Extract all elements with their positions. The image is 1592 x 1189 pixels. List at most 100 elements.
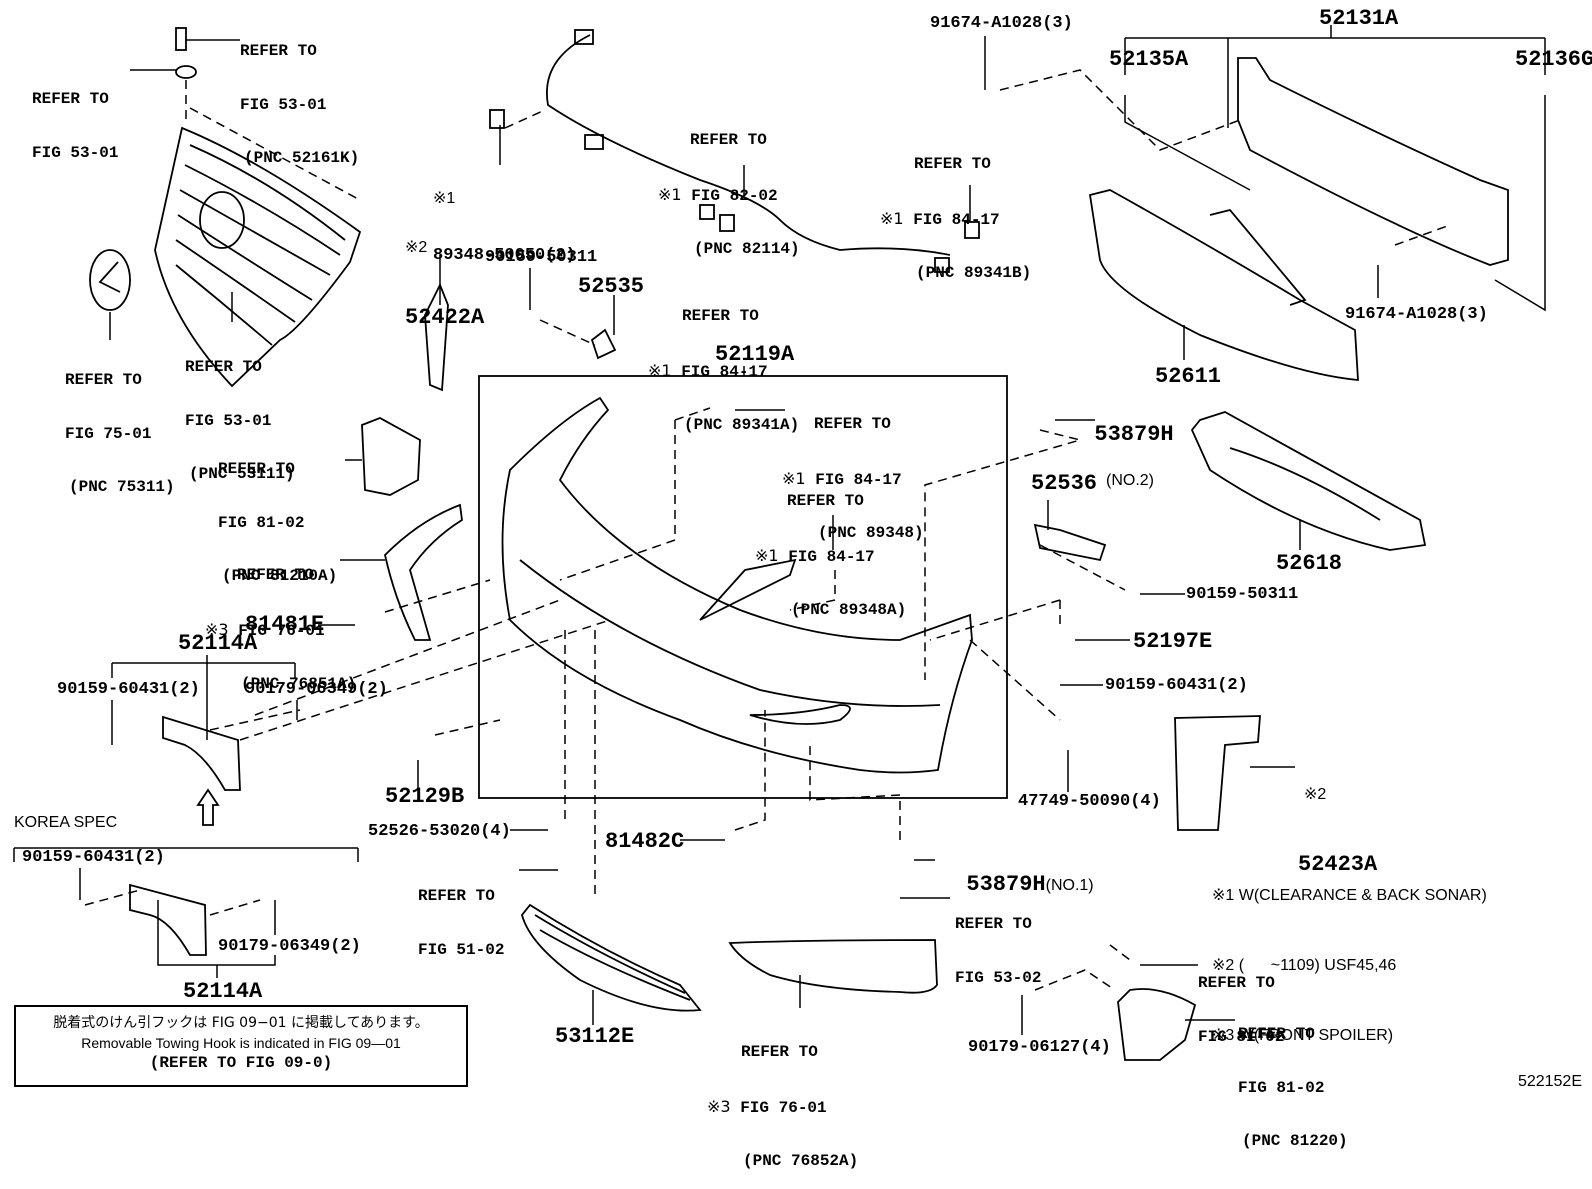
part-52135a[interactable]: 52135A [1109, 47, 1189, 72]
bumper-cover-drawing [501, 396, 973, 774]
part-52136g[interactable]: 52136G [1515, 47, 1592, 72]
pnc-text: (PNC 52161K) [244, 149, 360, 168]
info-refer-link[interactable]: (REFER TO FIG 09-0) [149, 1054, 333, 1072]
part-47749-50090[interactable]: 47749-50090(4) [1018, 792, 1161, 811]
part-korea-90179-06349[interactable]: 90179-06349(2) [218, 937, 361, 956]
korea-spec-label: KOREA SPEC [14, 814, 118, 831]
fig-link[interactable]: FIG 53-01 [240, 95, 327, 114]
fig-link[interactable]: FIG 82-02 [691, 186, 778, 205]
part-90159-60431-b[interactable]: 90159-60431(2) [1105, 676, 1248, 695]
refer-text: REFER TO [32, 89, 109, 108]
refer-text: REFER TO [1238, 1024, 1315, 1043]
refer-text: REFER TO [814, 414, 891, 433]
refer-text: REFER TO [240, 41, 317, 60]
pnc-text: (PNC 81220) [1242, 1132, 1348, 1151]
part-52536[interactable]: 52536 [1031, 471, 1098, 496]
fig-link[interactable]: FIG 53-01 [32, 143, 119, 162]
part-52197e[interactable]: 52197E [1133, 629, 1213, 654]
fig-link[interactable]: FIG 76-01 [238, 621, 325, 640]
part-90179-06127[interactable]: 90179-06127(4) [968, 1038, 1111, 1057]
up-arrow-icon [196, 788, 220, 826]
fig-link[interactable]: FIG 81-02 [218, 513, 305, 532]
clip-drawings [175, 27, 197, 79]
pnc-text: (PNC 89348) [818, 524, 924, 543]
fig-link[interactable]: FIG 84-17 [815, 470, 902, 489]
fig-link[interactable]: FIG 53-01 [185, 411, 272, 430]
part-91674-bottom[interactable]: 91674-A1028(3) [1345, 305, 1488, 324]
footnotes: ※1 W(CLEARANCE & BACK SONAR) ※2 ( ~1109)… [1212, 838, 1487, 1070]
fig-link[interactable]: FIG 53-02 [955, 968, 1042, 987]
part-52535[interactable]: 52535 [578, 274, 645, 299]
part-81482c[interactable]: 81482C [605, 829, 685, 854]
note-mark: ※1 [648, 360, 672, 380]
refer-text: REFER TO [690, 130, 767, 149]
part-90159-50311-a[interactable]: 90159-50311 [485, 248, 598, 267]
note-mark: ※1 [755, 545, 779, 565]
part-81481e[interactable]: 81481E [245, 612, 325, 637]
radiator-grille-drawing [154, 126, 362, 388]
part-52423a[interactable]: ※2 52423A [1298, 737, 1377, 903]
callout-screw-53-02: REFER TO FIG 53-02 [955, 880, 1041, 1005]
callout-foglamp: REFER TO FIG 81-02 (PNC 81220) [1238, 990, 1348, 1169]
fig-link[interactable]: FIG 81-02 [1238, 1078, 1325, 1097]
part-suffix: (NO.1) [1045, 876, 1094, 894]
callout-screw-51-02: REFER TO FIG 51-02 [418, 852, 504, 977]
note-mark: ※3 [707, 1096, 731, 1116]
fig-link[interactable]: FIG 84-17 [788, 547, 875, 566]
callout-clip-top: REFER TO FIG 53-01 (PNC 52161K) [240, 7, 359, 186]
callout-emblem: REFER TO FIG 75-01 (PNC 75311) [65, 336, 175, 515]
fig-link[interactable]: FIG 76-01 [740, 1098, 827, 1117]
part-52129b[interactable]: 52129B [385, 784, 465, 809]
part-number: 53879H [966, 871, 1046, 897]
note-mark: ※2 [405, 239, 428, 257]
part-90159-50311-b[interactable]: 90159-50311 [1186, 585, 1299, 604]
fig-link[interactable]: FIG 84-17 [681, 362, 768, 381]
note-mark: ※1 [658, 184, 682, 204]
refer-text: REFER TO [1198, 973, 1275, 992]
refer-text: REFER TO [418, 886, 495, 905]
pnc-text: (PNC 89341A) [684, 416, 800, 435]
part-53879h-no1[interactable]: 53879H(NO.1) [940, 848, 1094, 897]
spoiler-76851a-drawing [384, 503, 463, 641]
pnc-text: (PNC 89348A) [791, 601, 907, 620]
part-52611[interactable]: 52611 [1155, 364, 1222, 389]
part-number: 89348-50050(2) [433, 246, 576, 266]
part-89348-50050[interactable]: ※1 89348-50050(2) [433, 152, 576, 284]
part-52131a[interactable]: 52131A [1319, 6, 1399, 31]
part-52422a[interactable]: ※2 52422A [405, 190, 484, 356]
part-korea-90159-60431[interactable]: 90159-60431(2) [22, 848, 165, 867]
part-90159-60431-a[interactable]: 90159-60431(2) [57, 680, 200, 699]
license-bracket-drawing [162, 715, 241, 791]
wire-harness-drawing [489, 29, 980, 273]
bracket-52536-drawing [1033, 523, 1107, 562]
part-53879h-no2[interactable]: 53879H (NO.2) [1068, 398, 1173, 514]
refer-text: REFER TO [787, 491, 864, 510]
part-52114a-top[interactable]: 52114A [178, 631, 258, 656]
refer-text: REFER TO [218, 459, 295, 478]
info-japanese: 脱着式のけん引フックは FIG 09−01 に掲載してあります。 [53, 1015, 429, 1031]
callout-sensor-89348a: REFER TO ※1 FIG 84-17 (PNC 89348A) [755, 457, 906, 638]
towing-hook-info-box: 脱着式のけん引フックは FIG 09−01 に掲載してあります。 Removab… [14, 1005, 468, 1087]
note-mark: ※2 [1304, 786, 1327, 804]
pnc-text: (PNC 89341B) [916, 264, 1032, 283]
info-english: Removable Towing Hook is indicated in FI… [81, 1035, 401, 1051]
pnc-text: (PNC 76852A) [743, 1152, 859, 1171]
part-90179-06349-a[interactable]: 90179-06349(2) [245, 680, 388, 699]
part-53112e[interactable]: 53112E [555, 1024, 635, 1049]
reinforcement-drawing [1088, 57, 1509, 381]
note-mark: ※1 [880, 208, 904, 228]
part-91674-top[interactable]: 91674-A1028(3) [930, 14, 1073, 33]
refer-text: REFER TO [955, 914, 1032, 933]
note-mark: ※3 [205, 619, 229, 639]
part-52114a-bottom[interactable]: 52114A [183, 979, 263, 1004]
fig-link[interactable]: FIG 75-01 [65, 424, 152, 443]
fig-link[interactable]: FIG 51-02 [418, 940, 505, 959]
fig-link[interactable]: FIG 84-17 [913, 210, 1000, 229]
part-52119a[interactable]: 52119A [715, 342, 795, 367]
callout-grille: REFER TO FIG 53-01 (PNC 53111) [185, 323, 295, 502]
spoiler-76852a-drawing [728, 939, 938, 994]
part-number: 52423A [1298, 852, 1378, 878]
fig-link[interactable]: FIG 81-02 [1198, 1027, 1285, 1046]
part-52526-53020[interactable]: 52526-53020(4) [368, 822, 511, 841]
part-52618[interactable]: 52618 [1276, 551, 1343, 576]
